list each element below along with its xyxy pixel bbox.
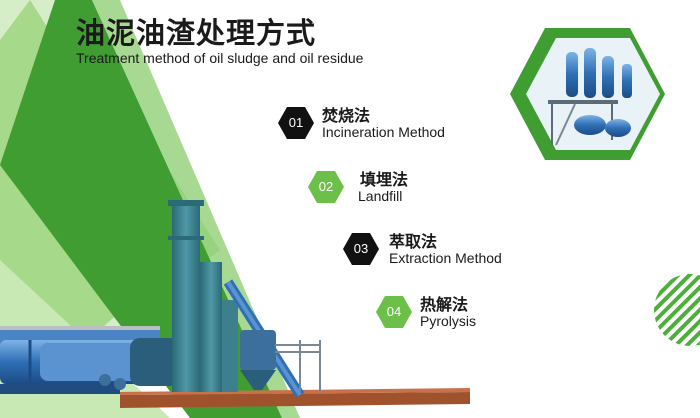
number-badge: 02	[308, 171, 344, 203]
number-badge: 01	[278, 107, 314, 139]
title-english: Treatment method of oil sludge and oil r…	[76, 50, 364, 66]
method-title-english: Pyrolysis	[420, 313, 477, 329]
method-title-chinese: 热解法	[420, 295, 469, 314]
number-badge: 04	[376, 296, 412, 328]
method-title-chinese: 萃取法	[389, 232, 438, 251]
method-title-chinese: 填埋法	[360, 170, 409, 189]
method-item-pyrolysis: 04 热解法 Pyrolysis	[376, 291, 516, 335]
method-item-incineration: 01 焚烧法 Incineration Method	[278, 102, 478, 146]
striped-circle-decoration	[654, 274, 700, 346]
method-title-english: Landfill	[358, 188, 403, 204]
method-title-chinese: 焚烧法	[322, 106, 371, 125]
number-badge: 03	[343, 233, 379, 265]
method-title-english: Extraction Method	[389, 250, 502, 266]
machine-photo-frame	[510, 28, 665, 160]
reactor-tower-icon	[548, 48, 632, 146]
method-item-landfill: 02 填埋法 Landfill	[308, 166, 448, 210]
method-title-english: Incineration Method	[322, 124, 445, 140]
method-item-extraction: 03 萃取法 Extraction Method	[343, 228, 533, 272]
title-chinese: 油泥油渣处理方式	[76, 16, 317, 50]
pyrolysis-plant-illustration	[0, 200, 470, 408]
